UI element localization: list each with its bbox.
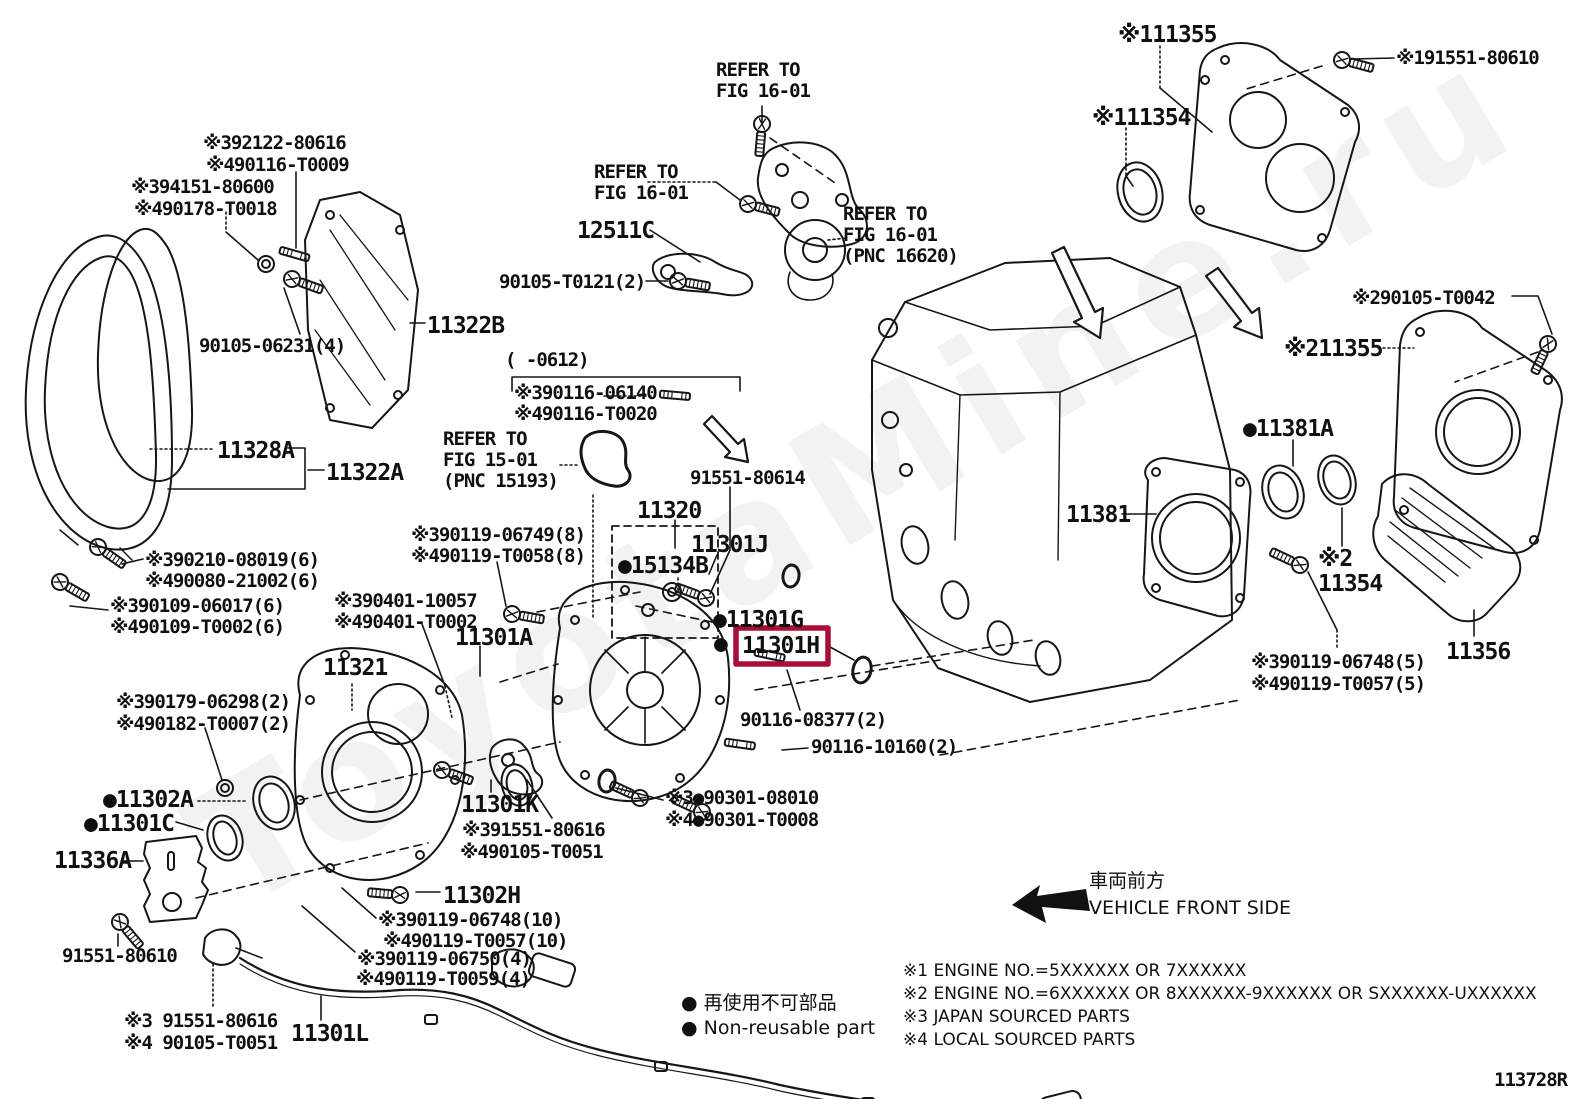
end-plate-right-art xyxy=(1392,309,1563,554)
label-11301a: 11301A xyxy=(455,625,533,651)
crank-sensor-art xyxy=(202,928,263,966)
label-490119t00588: ※490119-T0058(8) xyxy=(411,545,586,567)
label-: ● xyxy=(714,631,728,657)
vehicle-front-arrow-icon xyxy=(1012,885,1090,923)
label-490401t0002: ※490401-T0002 xyxy=(334,611,478,633)
ref-code: 113728R xyxy=(1494,1069,1568,1091)
label-390109060176: ※390109-06017(6) xyxy=(110,595,285,617)
end-plate-top-art xyxy=(1188,42,1361,252)
label-9155180610: 91551-80610 xyxy=(62,945,178,967)
label-39155180616: ※3 91551-80616 xyxy=(124,1010,278,1032)
label-390119067504: ※390119-06750(4) xyxy=(357,948,532,970)
label-11302a: ●11302A xyxy=(103,787,194,813)
label-490116t0009: ※490116-T0009 xyxy=(206,154,350,176)
part-11301h-highlighted: 11301H xyxy=(742,633,820,659)
label-390210080196: ※390210-08019(6) xyxy=(145,549,320,571)
label-39040110057: ※390401-10057 xyxy=(334,590,478,612)
label-11301c: ●11301C xyxy=(84,811,175,837)
label-11301g: ●11301G xyxy=(713,607,804,633)
engine-block-art xyxy=(871,257,1233,703)
label-490119t00594: ※490119-T0059(4) xyxy=(356,968,531,990)
front-side-en: VEHICLE FRONT SIDE xyxy=(1089,897,1292,919)
label-11320: 11320 xyxy=(637,498,702,524)
legend-en: ● Non-reusable part xyxy=(681,1017,876,1039)
label-211355: ※211355 xyxy=(1284,336,1383,362)
label-9155180614: 91551-80614 xyxy=(690,467,806,489)
label-0612: ( -0612) xyxy=(505,349,590,371)
bracket-12511c-art xyxy=(651,141,868,301)
label-390179062982: ※390179-06298(2) xyxy=(116,691,291,713)
front-side-jp: 車両前方 xyxy=(1089,870,1166,892)
note-1: ※1 ENGINE NO.=5XXXXXX OR 7XXXXXX xyxy=(903,961,1247,981)
label-11336a: 11336A xyxy=(54,848,132,874)
wire-11301l-art xyxy=(238,948,1084,1099)
label-111355: ※111355 xyxy=(1118,22,1217,48)
note-3: ※3 JAPAN SOURCED PARTS xyxy=(903,1007,1130,1027)
note-2: ※2 ENGINE NO.=6XXXXXX OR 8XXXXXX-9XXXXXX… xyxy=(903,984,1537,1004)
label-490105t0051: ※4 90105-T0051 xyxy=(124,1032,278,1054)
label-90105t01212: 90105-T0121(2) xyxy=(499,271,646,293)
label-490119t005710: ※490119-T0057(10) xyxy=(383,930,568,952)
label-490109t00026: ※490109-T0002(6) xyxy=(110,616,285,638)
label-19155180610: ※191551-80610 xyxy=(1396,47,1540,69)
flow-arrow-icon xyxy=(702,245,1264,464)
label-490301t0008: ※4●90301-T0008 xyxy=(665,809,819,831)
belt-cover-art xyxy=(24,227,194,561)
label-11328a: 11328A xyxy=(217,438,295,464)
label-490105t0051: ※490105-T0051 xyxy=(460,841,604,863)
seal-rings-art xyxy=(252,775,296,831)
label-39155180616: ※391551-80616 xyxy=(462,819,606,841)
label-39212280616: ※392122-80616 xyxy=(203,132,347,154)
label-90116083772: 90116-08377(2) xyxy=(740,709,887,731)
label-15134b: ●15134B xyxy=(618,553,709,579)
note-4: ※4 LOCAL SOURCED PARTS xyxy=(903,1030,1136,1050)
highlight-box-11301h xyxy=(733,625,831,667)
label-490119t00575: ※490119-T0057(5) xyxy=(1251,673,1426,695)
timing-cover-11321-art xyxy=(293,647,467,881)
label-490116t0020: ※490116-T0020 xyxy=(514,403,658,425)
label-39415180600: ※394151-80600 xyxy=(131,176,275,198)
group-box-11320 xyxy=(611,525,719,639)
label-211354: ※2 11354 xyxy=(1318,546,1383,598)
label-111354: ※111354 xyxy=(1092,105,1191,131)
label-90116101602: 90116-10160(2) xyxy=(811,736,958,758)
label-39030108010: ※3●90301-08010 xyxy=(665,787,819,809)
label-290105t0042: ※290105-T0042 xyxy=(1352,287,1496,309)
label-11301l: 11301L xyxy=(291,1021,369,1047)
retainer-11381-art xyxy=(1142,457,1252,618)
label-490080210026: ※490080-21002(6) xyxy=(145,570,320,592)
label-490182t00072: ※490182-T0007(2) xyxy=(116,713,291,735)
label-3901190674810: ※390119-06748(10) xyxy=(378,909,563,931)
label-39011606140: ※390116-06140 xyxy=(514,382,658,404)
bracket-11336a-art xyxy=(143,835,209,923)
shield-11356-art xyxy=(1372,473,1522,623)
label-12511c: 12511C xyxy=(577,218,655,244)
label-refertofig1601pnc166: REFER TO FIG 16-01 (PNC 16620) xyxy=(843,203,959,267)
label-11356: 11356 xyxy=(1446,639,1511,665)
front-cover-art xyxy=(551,580,731,803)
legend-jp: ● 再使用不可部品 xyxy=(681,992,837,1014)
label-11301j: 11301J xyxy=(691,532,769,558)
label-11381: 11381 xyxy=(1066,502,1131,528)
leader-lines xyxy=(69,45,1553,1021)
label-refertofig1601: REFER TO FIG 16-01 xyxy=(716,59,811,102)
label-490178t0018: ※490178-T0018 xyxy=(134,198,278,220)
label-refertofig1501pnc151: REFER TO FIG 15-01 (PNC 15193) xyxy=(443,428,559,492)
label-11322a: 11322A xyxy=(326,460,404,486)
label-390119067485: ※390119-06748(5) xyxy=(1251,651,1426,673)
gasket-15193-art xyxy=(579,430,632,488)
label-11302h: 11302H xyxy=(443,883,521,909)
label-90105062314: 90105-06231(4) xyxy=(199,335,346,357)
label-11321: 11321 xyxy=(323,655,388,681)
label-11381a: ●11381A xyxy=(1243,416,1334,442)
label-11322b: 11322B xyxy=(427,313,505,339)
label-11301k: 11301K xyxy=(461,792,539,818)
label-refertofig1601: REFER TO FIG 16-01 xyxy=(594,161,689,204)
label-390119067498: ※390119-06749(8) xyxy=(411,524,586,546)
